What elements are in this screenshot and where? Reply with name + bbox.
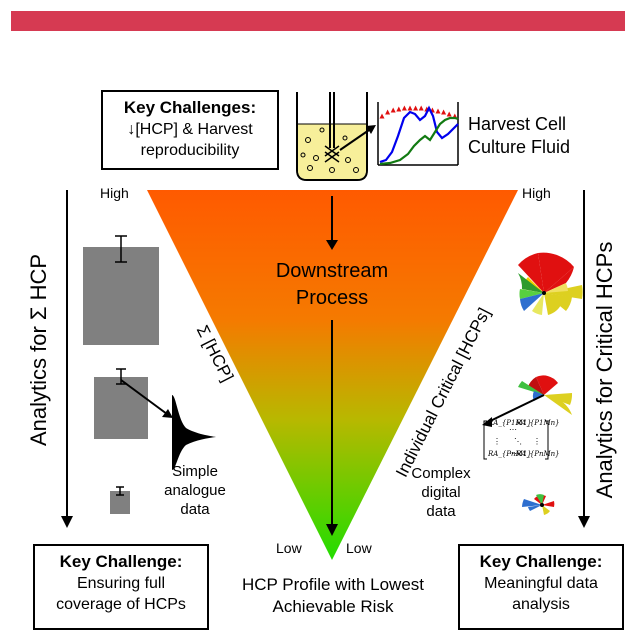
matrix-bottom-right: RA_{PnMn} bbox=[516, 450, 560, 458]
simple-data-line3: data bbox=[180, 501, 210, 518]
left-axis-label: Analytics for Σ HCP bbox=[26, 254, 51, 446]
svg-text:⋱: ⋱ bbox=[514, 437, 522, 446]
bar-to-peak-arrow-head bbox=[162, 409, 173, 418]
bar-to-peak-arrow bbox=[120, 379, 168, 415]
bottom-right-line2: analysis bbox=[512, 596, 570, 613]
red-trace-marker bbox=[418, 105, 424, 111]
harvest-label-line2: Culture Fluid bbox=[468, 137, 571, 157]
high-left-label: High bbox=[100, 185, 129, 201]
red-trace-marker bbox=[385, 109, 391, 115]
svg-text:⋯: ⋯ bbox=[509, 425, 517, 434]
small-bar-error bbox=[116, 486, 124, 496]
harvest-trace-plot bbox=[377, 102, 459, 166]
top-challenges-line2: reproducibility bbox=[140, 142, 240, 159]
harvest-label: Harvest Cell Culture Fluid bbox=[468, 113, 570, 159]
matrix-brackets bbox=[483, 420, 549, 460]
analogue-peak bbox=[172, 395, 216, 470]
low-left-label: Low bbox=[276, 540, 302, 556]
bioreactor-icon bbox=[296, 92, 368, 181]
center-arrow-lower-head bbox=[326, 524, 338, 536]
downstream-line2: Process bbox=[295, 287, 369, 309]
harvest-arrow bbox=[339, 127, 373, 151]
matrix-bottom-left: RA_{PnM1} bbox=[488, 450, 532, 458]
high-right-label: High bbox=[522, 185, 551, 201]
red-trace-marker bbox=[390, 107, 396, 113]
matrix-top-right: RA_{P1Mn} bbox=[516, 419, 560, 427]
small-rose-chart bbox=[522, 494, 555, 515]
complex-data-line1: Complex bbox=[411, 465, 471, 482]
bottom-center-line2: Achievable Risk bbox=[272, 597, 394, 616]
red-trace-marker bbox=[407, 105, 413, 111]
large-hcp-bar bbox=[83, 247, 159, 345]
red-trace-marker bbox=[396, 106, 402, 112]
bottom-right-title: Key Challenge: bbox=[479, 552, 603, 571]
svg-text:⋮: ⋮ bbox=[533, 437, 541, 446]
bottom-center-line1: HCP Profile with Lowest bbox=[241, 575, 425, 594]
red-trace-marker bbox=[435, 108, 441, 114]
matrix-top-left-text: RA_{P1M1} bbox=[488, 419, 532, 427]
red-trace-marker bbox=[401, 105, 407, 111]
complex-data-label: Complex digital data bbox=[404, 464, 478, 521]
bottom-right-challenge-box: Key Challenge: Meaningful data analysis bbox=[458, 544, 624, 630]
red-trace bbox=[379, 105, 458, 119]
red-trace-marker bbox=[379, 113, 385, 119]
harvest-arrow-head bbox=[366, 125, 376, 134]
svg-text:⋮: ⋮ bbox=[493, 437, 501, 446]
top-challenges-box: Key Challenges: ↓[HCP] & Harvest reprodu… bbox=[101, 90, 279, 170]
simple-data-line1: Simple bbox=[172, 463, 218, 480]
complex-data-line2: digital bbox=[421, 484, 461, 501]
top-challenges-title: Key Challenges: bbox=[123, 98, 257, 117]
downstream-process-label: Downstream Process bbox=[245, 258, 419, 312]
right-axis-label: Analytics for Critical HCPs bbox=[592, 242, 617, 499]
bottom-right-line1: Meaningful data bbox=[484, 575, 598, 592]
bottom-left-line1: Ensuring full bbox=[76, 575, 166, 592]
top-challenges-line1: ↓[HCP] & Harvest bbox=[127, 121, 253, 138]
red-trace-marker bbox=[413, 105, 419, 111]
matrix-bottom-left-text: RA_{PnM1} bbox=[488, 450, 532, 458]
bottom-left-title: Key Challenge: bbox=[59, 552, 183, 571]
simple-data-line2: analogue bbox=[164, 482, 226, 499]
green-trace bbox=[379, 116, 459, 166]
large-bar-error bbox=[115, 235, 127, 263]
matrix-bottom-right-text: RA_{PnMn} bbox=[516, 450, 560, 458]
matrix-top-left: RA_{P1M1} bbox=[488, 419, 532, 427]
bottom-left-challenge-box: Key Challenge: Ensuring full coverage of… bbox=[33, 544, 209, 630]
right-axis-arrow-head bbox=[578, 516, 590, 528]
header-banner bbox=[11, 11, 625, 31]
matrix-top-right-text: RA_{P1Mn} bbox=[516, 419, 560, 427]
matrix-dots: ⋯ ⋯ ⋱ ⋮ ⋮ bbox=[493, 425, 541, 458]
red-trace-marker bbox=[446, 111, 452, 117]
bottom-left-line2: coverage of HCPs bbox=[56, 596, 186, 613]
medium-bar-error bbox=[116, 368, 126, 385]
svg-text:⋯: ⋯ bbox=[509, 449, 517, 458]
large-rose-chart bbox=[518, 252, 583, 315]
bottom-center-caption: HCP Profile with Lowest Achievable Risk bbox=[222, 574, 444, 618]
red-trace-marker bbox=[441, 109, 447, 115]
simple-data-label: Simple analogue data bbox=[160, 462, 230, 519]
center-arrow-head bbox=[326, 240, 338, 250]
medium-hcp-bar bbox=[94, 377, 148, 439]
left-axis-arrow-head bbox=[61, 516, 73, 528]
blue-trace bbox=[379, 105, 459, 164]
harvest-label-line1: Harvest Cell bbox=[468, 114, 567, 134]
complex-data-line3: data bbox=[426, 503, 456, 520]
small-hcp-bar bbox=[110, 491, 130, 514]
medium-rose-chart bbox=[482, 375, 573, 427]
low-right-label: Low bbox=[346, 540, 372, 556]
downstream-line1: Downstream bbox=[275, 260, 389, 282]
